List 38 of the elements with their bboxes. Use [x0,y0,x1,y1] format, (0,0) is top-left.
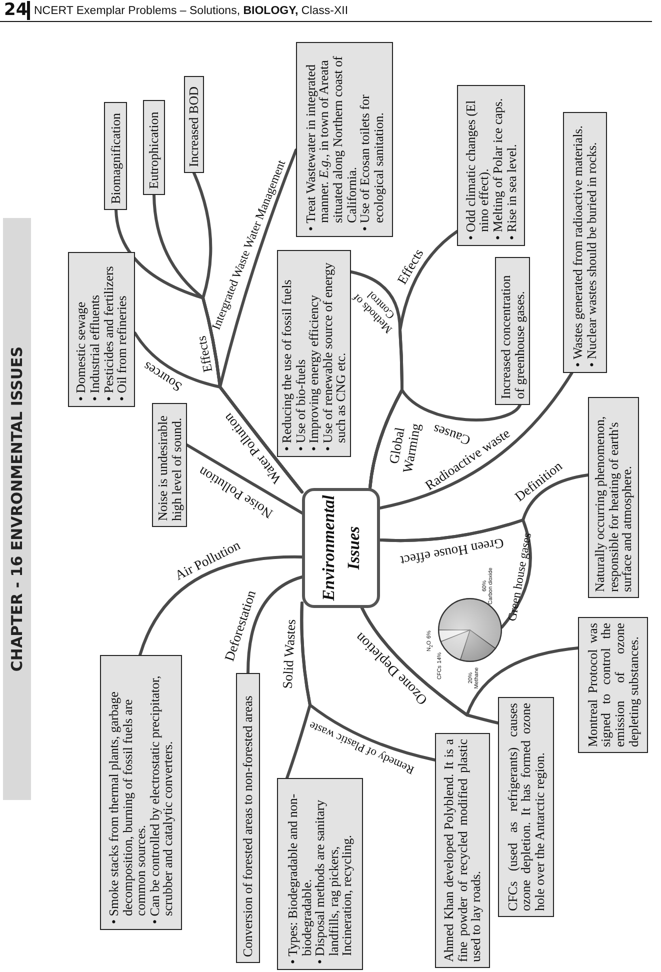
edge-label: Causes [432,420,472,448]
bullet-item: • Smoke stacks from thermal plants, garbage decomposition, burning of fossil fuels are common sources. [106,690,148,924]
branch-label: Global Warming [385,421,424,476]
note-text: Naturally occurring phenomenon, responsible for heating of earth's surface and atmosphere. [593,415,634,592]
note-text: Montreal Protocol was signed to control the emission of ozone depleting substances. [586,623,640,747]
note-text: Eutrophication [147,110,161,189]
bullet-item: • Rise in sea level. [504,143,518,240]
bullet-item: • Wastes generated from radioactive materials. [571,124,585,367]
bullet-item: • Reducing the use of fossil fuels [280,278,294,451]
note-text: Noise is undesirable high level of sound. [156,414,184,521]
topic-title: Environmental Issues [318,495,364,601]
chapter-banner: CHAPTER - 16 ENVRONMENTAL ISSUES [3,218,31,800]
note-text: Increased concentration of greenhouse gases. [498,274,526,399]
bullet-item: • Industrial effluents [88,294,102,401]
note-text: Conversion of forested areas to non-forested areas [241,694,255,957]
note-text: Ahmed Khan developed Polyblend. It is a fine powder of recycled modified plastic used to lay roads. [442,739,483,962]
bullet-item: • Pesticides and fertilizers [102,265,116,401]
bullet-item: • Use of renewable source of energy such as CNG etc. [320,262,348,451]
bullet-item: • Domestic sewage [74,300,88,401]
page-number: 24 [4,0,28,20]
bullet-item: • Improving energy efficiency [307,294,321,451]
bullet-item: • Nuclear wastes should be buried in rocks. [585,141,599,367]
edge-label: Green house gases [506,532,534,622]
bullet-item: • Melting of Polar ice caps. [491,97,505,240]
running-head: NCERT Exemplar Problems – Solutions, BIOLOGY, Class-XII [34,4,348,19]
branch-label: Green House effect [399,534,505,568]
bullet-item: • Oil from refineries [115,294,129,401]
bullet-item: • Can be controlled by electrostatic precipitator, scrubber and catalytic converters. [148,674,176,924]
branch-label: Solid Wastes [280,618,300,690]
note-text: Biomagnification [108,112,122,204]
bullet-item: • Disposal methods are sanitary landfills, rag pickers, Incineration, recycling. [313,798,354,964]
bullet-item: • Odd climatic changes (El nino effect). [464,99,491,240]
bullet-item: • Use of Ecosan toilets for ecological sanitation. [358,94,386,231]
bullet-item: • Types: Biodegradable and non-biodegradable. [286,792,314,964]
note-text: CFCs (used as refrigerants) causes ozone depletion. It has formed ozone hole over the Antarctic region. [506,703,546,911]
branch-label: Effects [194,334,216,374]
bullet-item: • Use of bio-fuels [294,358,308,451]
note-text: Increased BOD [187,86,201,167]
